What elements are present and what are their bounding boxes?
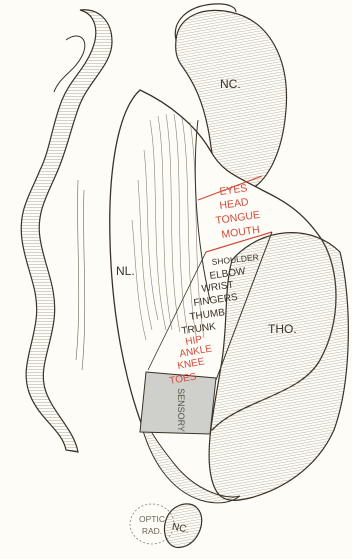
label-rad: RAD. — [142, 526, 162, 536]
cortex-strip — [21, 10, 112, 452]
label-tho: THO. — [268, 322, 297, 336]
label-sensory: SENSORY — [176, 388, 186, 432]
label-nl: NL. — [116, 264, 135, 278]
label-optic: OPTIC — [139, 514, 165, 524]
label-nc-top: NC. — [220, 77, 241, 91]
cortex-fibers — [76, 180, 85, 370]
